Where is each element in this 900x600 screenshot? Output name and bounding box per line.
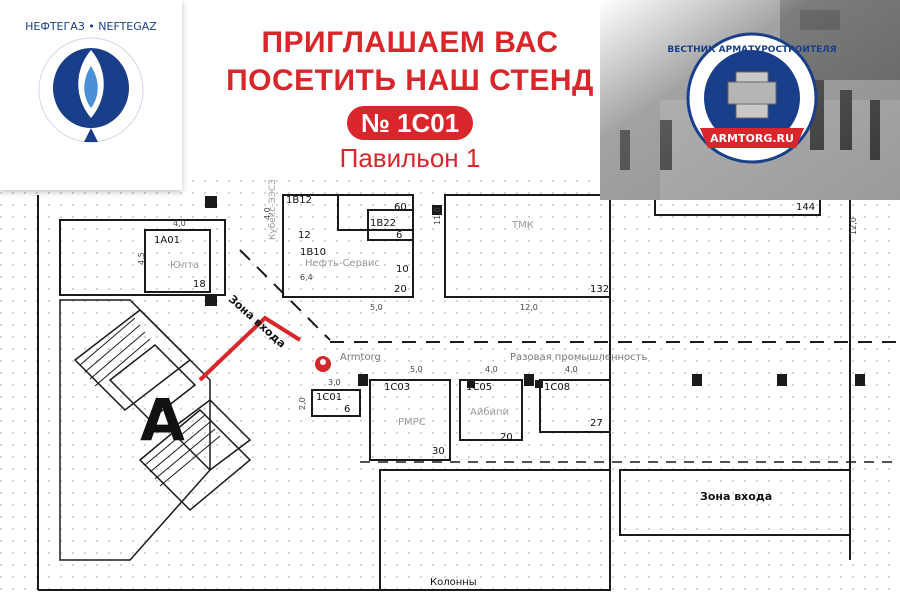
logo-text: НЕФТЕГАЗ • NEFTEGAZ — [25, 20, 157, 33]
dimension-label: 2,0 — [298, 397, 307, 410]
floor-plan: А Зона входа Зона входа Armtorg Разовая … — [0, 180, 900, 600]
dimension-label: 6,4 — [300, 273, 313, 282]
rmrs-label: РМРС — [398, 417, 426, 428]
booth-size: 30 — [432, 446, 445, 457]
exhibition-photo: ARMTORG.RU ВЕСТНИК АРМАТУРОСТРОИТЕЛЯ — [600, 0, 900, 200]
booth-size: 12 — [298, 230, 311, 241]
booth-code: 1A01 — [154, 235, 180, 246]
booth-code: 1C03 — [384, 382, 410, 393]
hall-label: А — [140, 386, 185, 454]
booth-code: 1C08 — [544, 382, 570, 393]
diag-label: Кубекс-ЭЭСЗ — [268, 180, 278, 240]
dimension-label: 5,0 — [410, 365, 423, 374]
stand-number-badge: № 1С01 — [346, 106, 474, 140]
booth-size: 20 — [394, 284, 407, 295]
booth-size: 6 — [344, 404, 350, 415]
booth-code: 1C01 — [316, 392, 342, 403]
dimension-label: 4,0 — [173, 219, 186, 228]
invitation-heading: ПРИГЛАШАЕМ ВАС ПОСЕТИТЬ НАШ СТЕНД № 1С01… — [200, 24, 620, 174]
location-pin-icon — [315, 356, 331, 372]
dimension-label: 4,0 — [485, 365, 498, 374]
dimension-label: 4,5 — [137, 252, 146, 265]
booth-code: 1B22 — [370, 218, 396, 229]
tmk-label: ТМК — [511, 220, 534, 231]
dimension-label: 12,0 — [520, 303, 538, 312]
booth-code: 1B12 — [286, 195, 312, 206]
aibipi-label: Айбипи — [470, 407, 509, 418]
magazine-site: ARMTORG.RU — [710, 132, 794, 145]
booth-size: 6 — [396, 230, 402, 241]
invite-line-1: ПРИГЛАШАЕМ ВАС — [261, 26, 559, 59]
flame-icon: НЕФТЕГАЗ • NEFTEGAZ — [25, 20, 157, 143]
neft-servis-label: Нефть-Сервис — [305, 258, 380, 269]
dimension-label: 11,0 — [433, 207, 442, 225]
booth-size: 132 — [590, 284, 609, 295]
entrance-zone-label: Зона входа — [700, 490, 772, 503]
dimension-label: 12,0 — [849, 217, 858, 235]
booth-size: 144 — [796, 202, 815, 213]
magazine-logo: ARMTORG.RU ВЕСТНИК АРМАТУРОСТРОИТЕЛЯ — [667, 32, 837, 164]
booth-size: 27 — [590, 418, 603, 429]
razovaya-label: Разовая промышленность — [510, 352, 647, 363]
invite-line-2: ПОСЕТИТЬ НАШ СТЕНД — [226, 64, 594, 97]
magazine-title: ВЕСТНИК АРМАТУРОСТРОИТЕЛЯ — [667, 45, 836, 55]
booth-name: Юлта — [170, 260, 199, 271]
booth-size: 60 — [394, 202, 407, 213]
booth-size: 18 — [193, 279, 206, 290]
neftegaz-logo: НЕФТЕГАЗ • NEFTEGAZ — [0, 0, 182, 190]
booth-size: 20 — [500, 432, 513, 443]
dimension-label: 4,0 — [565, 365, 578, 374]
pavilion-label: Павильон 1 — [339, 143, 481, 173]
booth-size: 10 — [396, 264, 409, 275]
dimension-label: 3,0 — [328, 378, 341, 387]
dimension-label: 5,0 — [370, 303, 383, 312]
dimension-label: 4,0 — [263, 207, 272, 220]
booth-code: 1B10 — [300, 247, 326, 258]
armtorg-label: Armtorg — [340, 352, 381, 363]
booth-code: 1C05 — [466, 382, 492, 393]
columns-label: Колонны — [430, 577, 477, 588]
